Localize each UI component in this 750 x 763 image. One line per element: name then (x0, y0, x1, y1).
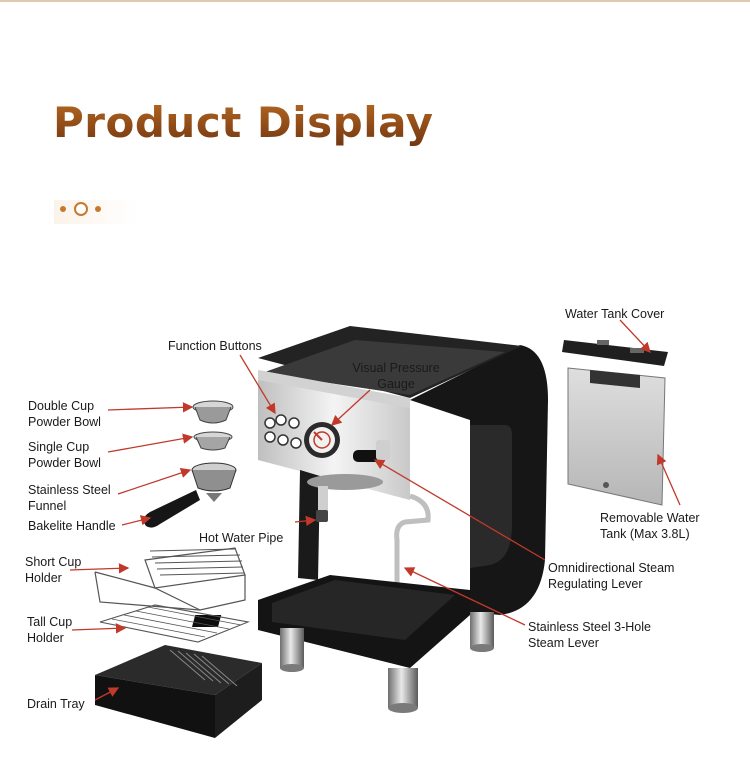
label-short-cup-holder: Short Cup Holder (25, 555, 82, 585)
label-bakelite-handle: Bakelite Handle (28, 519, 116, 533)
label-omnidirectional-steam-lever: Omnidirectional Steam Regulating Lever (548, 561, 675, 591)
label-function-buttons: Function Buttons (168, 339, 262, 353)
label-hot-water-pipe: Hot Water Pipe (199, 531, 284, 545)
label-double-cup-powder-bowl: Double Cup Powder Bowl (28, 399, 101, 429)
short-cup-holder (94, 547, 246, 611)
bakelite-handle (143, 490, 200, 528)
label-single-cup-powder-bowl: Single Cup Powder Bowl (28, 440, 101, 470)
carousel-indicator (54, 200, 138, 224)
callout-arrows (69, 319, 681, 701)
label-drain-tray: Drain Tray (27, 697, 85, 711)
label-tall-cup-holder: Tall Cup Holder (27, 615, 73, 645)
top-divider (0, 0, 750, 2)
stainless-steel-funnel (191, 462, 237, 502)
label-visual-pressure-gauge: Visual Pressure Gauge (352, 361, 440, 391)
carousel-dot-icon[interactable] (60, 206, 66, 212)
label-water-tank-cover: Water Tank Cover (565, 307, 665, 321)
carousel-dot-icon[interactable] (95, 206, 101, 212)
page-title: Product Display (53, 98, 434, 147)
water-tank (567, 367, 666, 506)
single-cup-powder-bowl (193, 431, 233, 451)
label-removable-water-tank: Removable Water Tank (Max 3.8L) (600, 511, 700, 541)
water-tank-cover (562, 340, 668, 366)
label-stainless-steel-funnel: Stainless Steel Funnel (28, 483, 111, 513)
double-cup-powder-bowl (192, 400, 234, 424)
tall-cup-holder (99, 604, 250, 643)
espresso-machine-body (191, 326, 548, 713)
carousel-dot-active-icon[interactable] (74, 202, 88, 216)
drain-tray (95, 645, 262, 738)
label-stainless-steel-steam-lever: Stainless Steel 3-Hole Steam Lever (528, 620, 651, 650)
